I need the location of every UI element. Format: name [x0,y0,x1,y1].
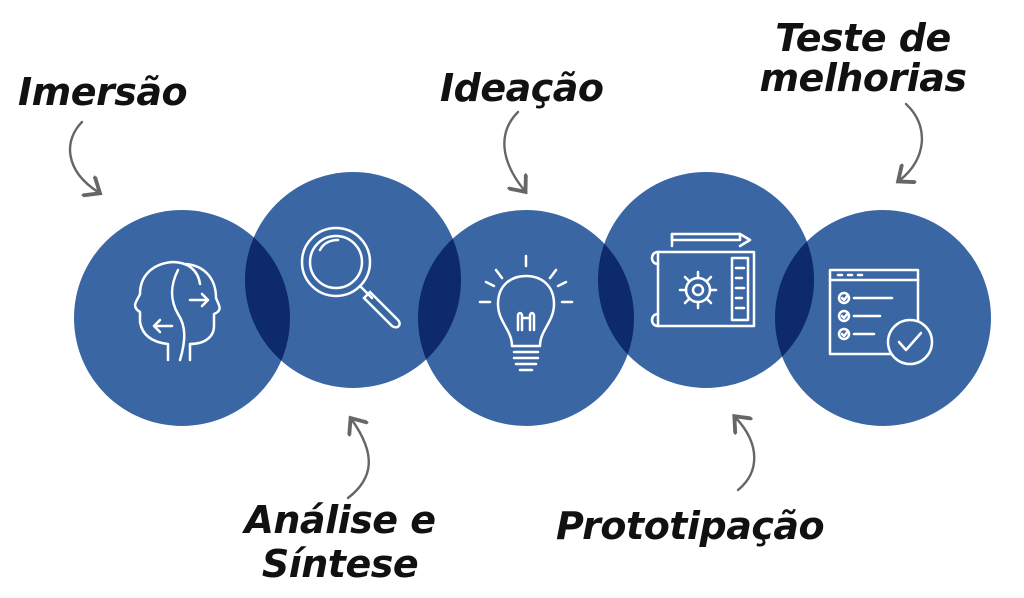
heads-swap-icon [133,260,221,362]
label-teste-line2: melhorias [759,56,967,100]
stage-circle-teste [775,210,991,426]
label-analise-line2: Síntese [261,542,419,586]
label-teste-line1: Teste de [775,16,951,60]
label-analise-line1: Análise e [244,498,436,542]
blueprint-gear-icon [650,232,756,328]
magnifier-icon [300,226,401,329]
arrow-ideacao [503,110,524,190]
label-imersao: Imersão [18,70,188,114]
checklist-icon [828,268,934,366]
arrow-imersao [68,120,98,192]
arrow-prototipacao [736,418,756,492]
lightbulb-icon [478,254,574,372]
arrow-analise [346,420,370,500]
label-ideacao: Ideação [440,66,604,110]
stage-circle-imersao [74,210,290,426]
arrow-teste [900,102,923,180]
label-prototipacao: Prototipação [556,504,825,548]
